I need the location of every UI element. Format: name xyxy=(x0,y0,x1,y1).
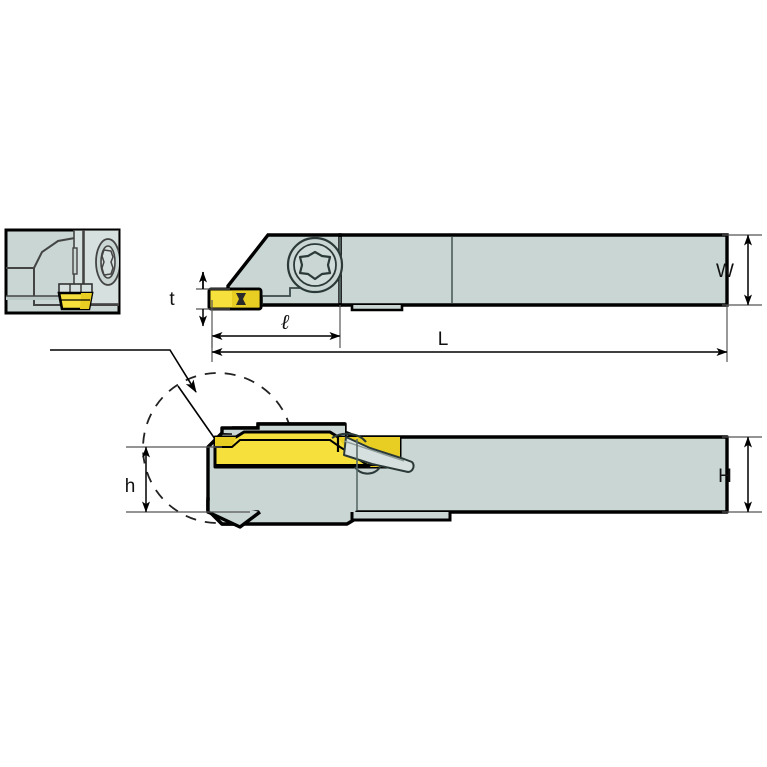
L-label: L xyxy=(438,329,449,350)
bottom-insert-left-face xyxy=(215,437,236,447)
t-label: t xyxy=(169,289,175,310)
inset-torx-lobes xyxy=(101,249,114,276)
detail-view-bottom xyxy=(206,422,729,529)
dimension-L: L xyxy=(211,305,728,362)
bottom-head-top-edge xyxy=(232,422,345,430)
side-view-top xyxy=(207,233,729,312)
inset-slot xyxy=(72,247,78,275)
inset-contents xyxy=(6,230,119,311)
end-view-inset xyxy=(4,228,121,315)
top-shank-notch xyxy=(350,305,404,312)
torx-lobe-star xyxy=(298,250,332,281)
bottom-right-notch xyxy=(350,512,452,522)
W-label: W xyxy=(716,261,734,282)
inset-insert-shade xyxy=(80,293,92,309)
dimension-t: t xyxy=(169,271,230,327)
key-head-arc xyxy=(331,432,367,443)
top-insert-outline xyxy=(207,287,263,311)
inset-seat xyxy=(58,283,93,294)
key-shaft xyxy=(343,436,415,473)
H-label: H xyxy=(718,466,732,487)
top-insert-assembly xyxy=(207,287,263,311)
bottom-nose-point xyxy=(206,500,262,529)
top-insert-shade xyxy=(232,289,261,309)
clamping-key xyxy=(331,432,415,473)
dimension-H: H xyxy=(718,436,762,513)
leader-arrow xyxy=(50,349,197,393)
top-insert-screw-mark xyxy=(236,293,246,305)
l-label: ℓ xyxy=(281,310,290,334)
top-shank-bar xyxy=(338,233,729,307)
key-highlight xyxy=(343,440,405,462)
h-label: h xyxy=(125,476,136,497)
dimension-h: h xyxy=(125,446,250,513)
torx-screw-head xyxy=(286,236,344,294)
dimension-W: W xyxy=(716,234,762,306)
